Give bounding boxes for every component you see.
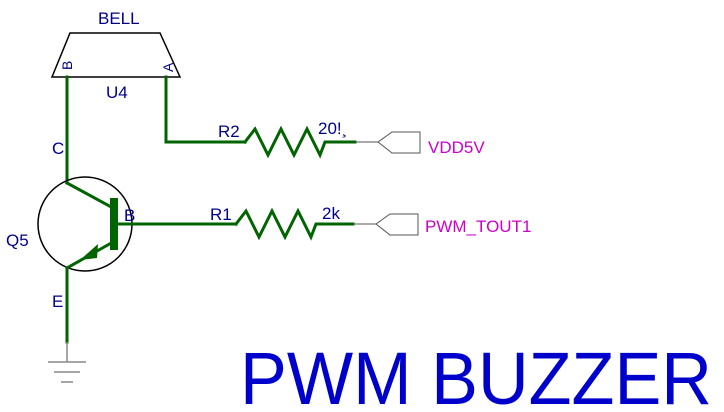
pwm-port-flag: [375, 213, 419, 236]
r2-zigzag: [242, 125, 357, 159]
q5-base-label: B: [124, 206, 135, 225]
r2-ref-label: R2: [218, 122, 240, 141]
r1-value-label: 2k: [322, 204, 340, 223]
page-title: PWM BUZZER: [240, 337, 712, 412]
q5-collector-lead: [64, 180, 116, 211]
vdd-net-label: VDD5V: [428, 138, 485, 157]
resistor-r1[interactable]: R1 2k: [210, 204, 355, 241]
r2-value-label: 20!¸: [318, 119, 347, 138]
bell-name-label: BELL: [98, 9, 140, 28]
q5-emitter-label: E: [52, 292, 63, 311]
net-port-pwm-tout1[interactable]: PWM_TOUT1: [353, 213, 531, 236]
bell-body: [50, 32, 182, 78]
r1-ref-label: R1: [210, 205, 232, 224]
transistor-q5[interactable]: Q5 B: [6, 176, 135, 272]
q5-emitter-arrow: [80, 244, 98, 260]
r1-zigzag: [233, 207, 355, 241]
bell-pin-b-label: B: [59, 61, 75, 70]
bell-ref-label: U4: [106, 83, 128, 102]
q5-ref-label: Q5: [6, 231, 29, 250]
wire-bell-to-r2: [164, 75, 247, 144]
resistor-r2[interactable]: R2 20!¸: [218, 119, 357, 159]
q5-base-bar: [110, 198, 118, 250]
q5-collector-label: C: [52, 139, 64, 158]
bell-u4[interactable]: BELL B A U4: [50, 9, 182, 102]
ground-symbol: [48, 342, 86, 383]
bell-pin-a-label: A: [160, 62, 176, 72]
vdd-port-flag: [377, 131, 421, 154]
pwm-net-label: PWM_TOUT1: [425, 217, 531, 236]
net-port-vdd5v[interactable]: VDD5V: [355, 131, 485, 157]
